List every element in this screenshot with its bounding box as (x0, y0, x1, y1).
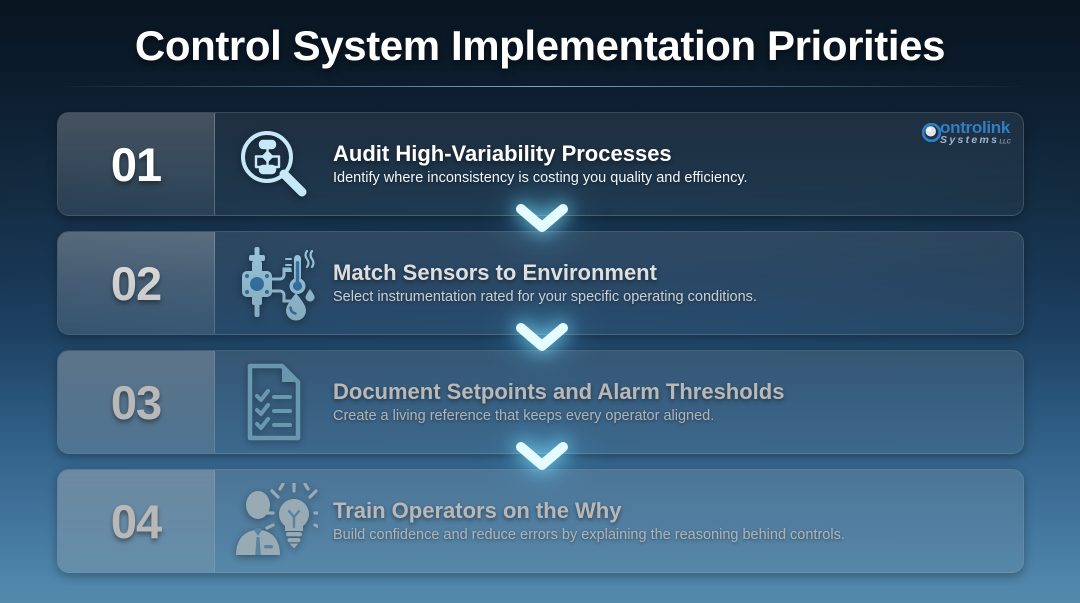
title-block: Control System Implementation Priorities (0, 22, 1080, 70)
person-lightbulb-icon (215, 470, 333, 572)
step-number-02: 02 (110, 256, 162, 310)
brand-logo-text: ontrolink SystemsLLC (940, 119, 1011, 146)
step-text-03: Document Setpoints and Alarm Thresholds … (333, 351, 1023, 453)
brand-tagline: SystemsLLC (940, 134, 1011, 146)
step-number-panel-02: 02 (58, 232, 215, 334)
step-row-04[interactable]: 04 (57, 469, 1024, 573)
circle-sphere-icon (922, 123, 942, 143)
step-heading-01: Audit High-Variability Processes (333, 140, 672, 166)
step-subtext-01: Identify where inconsistency is costing … (333, 169, 748, 186)
step-subtext-02: Select instrumentation rated for your sp… (333, 288, 757, 305)
document-checklist-icon (215, 351, 333, 453)
magnifier-flowchart-icon (215, 113, 333, 215)
step-heading-03: Document Setpoints and Alarm Thresholds (333, 378, 785, 404)
step-number-04: 04 (110, 494, 162, 548)
step-number-panel-04: 04 (58, 470, 215, 572)
step-row-01[interactable]: 01 (57, 112, 1024, 216)
title-divider (58, 86, 1022, 87)
brand-suffix: LLC (999, 139, 1011, 146)
step-heading-04: Train Operators on the Why (333, 497, 622, 523)
step-row-03[interactable]: 03 Document Setpoints an (57, 350, 1024, 454)
step-number-03: 03 (110, 375, 162, 429)
step-number-01: 01 (110, 137, 162, 191)
steps-list: 01 (57, 112, 1024, 573)
step-number-panel-03: 03 (58, 351, 215, 453)
page-title: Control System Implementation Priorities (134, 22, 946, 69)
step-subtext-03: Create a living reference that keeps eve… (333, 407, 715, 424)
step-subtext-04: Build confidence and reduce errors by ex… (333, 526, 845, 543)
step-text-02: Match Sensors to Environment Select inst… (333, 232, 1023, 334)
step-heading-02: Match Sensors to Environment (333, 259, 657, 285)
step-text-01: Audit High-Variability Processes Identif… (333, 113, 1023, 215)
step-text-04: Train Operators on the Why Build confide… (333, 470, 1023, 572)
step-number-panel-01: 01 (58, 113, 215, 215)
brand-name: ontrolink (940, 118, 1011, 137)
sensor-thermometer-droplet-icon (215, 232, 333, 334)
brand-logo[interactable]: ontrolink SystemsLLC (922, 119, 1011, 146)
step-row-02[interactable]: 02 (57, 231, 1024, 335)
